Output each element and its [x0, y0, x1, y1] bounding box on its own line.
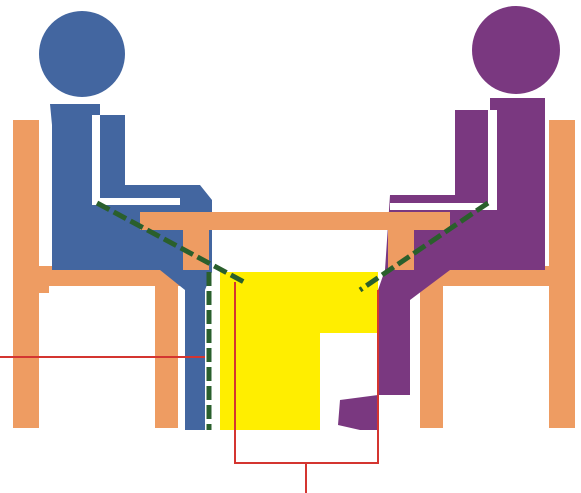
person-left-head	[39, 11, 125, 97]
person-right-head	[472, 6, 560, 94]
table-top	[140, 212, 450, 230]
right-chair-front-leg	[420, 286, 443, 428]
left-chair-crossbar	[39, 285, 49, 293]
